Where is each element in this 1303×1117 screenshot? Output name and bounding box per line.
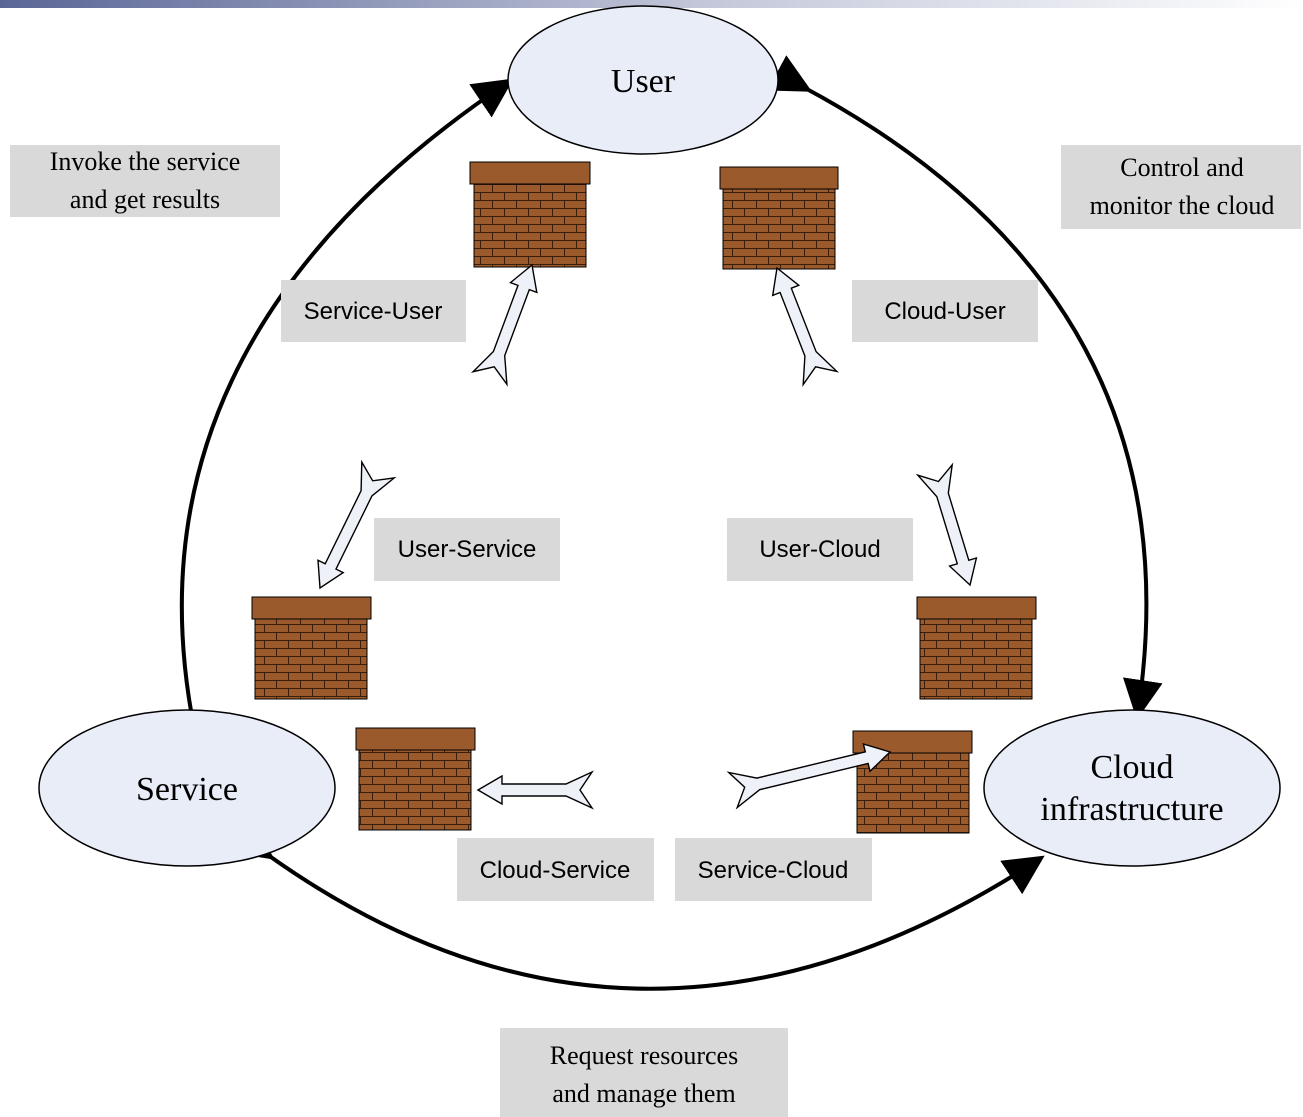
interface-label-text: Cloud-User	[884, 298, 1005, 325]
caption-line: Invoke the service	[50, 147, 241, 176]
service-node: Service	[38, 709, 336, 867]
label-service-cloud: Service-Cloud	[675, 838, 872, 901]
firewall-cloud-user	[719, 166, 839, 270]
arrow-user-cloud	[915, 462, 978, 587]
firewall-user-cloud	[916, 596, 1037, 700]
arrow-service-user	[470, 263, 538, 387]
service-user-caption: Invoke the service and get results	[10, 145, 280, 217]
service-cloud-caption: Request resources and manage them	[500, 1028, 788, 1117]
arrow-user-service	[317, 459, 397, 590]
cloud-node-label-line2: infrastructure	[1040, 791, 1223, 828]
service-user-connector	[179, 78, 514, 812]
user-node: User	[507, 5, 779, 155]
interface-label-text: Service-Cloud	[698, 857, 849, 884]
arrow-cloud-service	[476, 770, 594, 810]
service-cloud-connector	[230, 820, 1045, 991]
label-cloud-user: Cloud-User	[852, 280, 1038, 342]
label-cloud-service: Cloud-Service	[457, 838, 654, 901]
firewall-cloud-service	[355, 727, 476, 831]
interface-label-text: User-Service	[398, 536, 537, 563]
cloud-user-connector	[767, 55, 1163, 720]
interface-label-text: User-Cloud	[759, 536, 880, 563]
interface-label-text: Cloud-Service	[480, 857, 631, 884]
caption-line: and manage them	[552, 1079, 735, 1108]
label-user-service: User-Service	[374, 518, 560, 581]
service-node-label: Service	[136, 771, 238, 808]
interface-label-text: Service-User	[304, 298, 443, 325]
cloud-user-caption: Control and monitor the cloud	[1061, 145, 1301, 229]
cloud-infrastructure-node: Cloud infrastructure	[983, 709, 1281, 867]
firewall-user-service	[251, 596, 372, 700]
caption-line: Control and	[1120, 153, 1244, 182]
user-node-label: User	[611, 63, 676, 100]
caption-line: and get results	[70, 185, 220, 214]
firewall-service-user	[469, 161, 591, 268]
header-gradient-bar	[0, 0, 1303, 8]
arrow-cloud-user	[771, 266, 840, 388]
cloud-node-label-line1: Cloud	[1090, 749, 1173, 786]
caption-line: monitor the cloud	[1090, 191, 1275, 220]
label-user-cloud: User-Cloud	[727, 518, 913, 581]
label-service-user: Service-User	[281, 280, 466, 342]
caption-line: Request resources	[550, 1041, 738, 1070]
arrow-service-cloud	[726, 742, 892, 810]
